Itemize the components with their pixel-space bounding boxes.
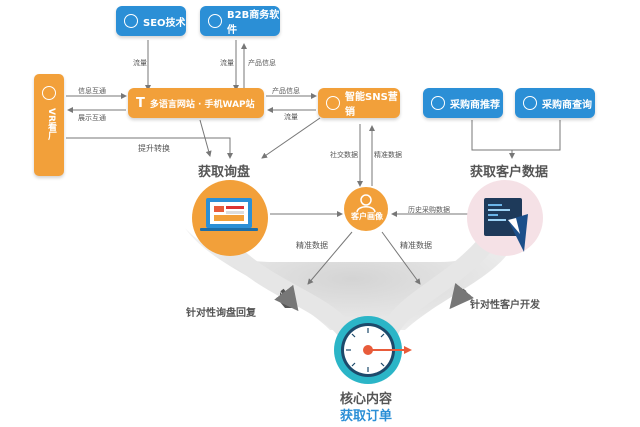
flow-label-1: 流量 [133,59,147,67]
flow-label-3: 流量 [284,113,298,121]
t-logo-icon: T [136,95,145,111]
vr-factory-label: VR看厂 [46,108,56,140]
get-customer-data-heading: 获取客户数据 [470,165,549,180]
vr-factory-box[interactable]: VR看厂 [34,74,64,176]
network-icon [208,14,222,28]
buyer-query-box[interactable]: 采购商查询 [515,88,595,118]
product-info-label-1: 产品信息 [248,59,276,67]
precise-data-label-1: 精准数据 [374,151,402,159]
multilingual-site-label: 多语言网站 · 手机WAP站 [149,99,255,110]
sns-marketing-box[interactable]: 智能SNS营销 [318,88,400,118]
seo-tech-box[interactable]: SEO技术 [116,6,186,36]
flow-label-2: 流量 [220,59,234,67]
b2b-software-box[interactable]: B2B商务软件 [200,6,280,36]
buyer-recommend-box[interactable]: 采购商推荐 [423,88,503,118]
get-inquiry-heading: 获取询盘 [198,165,251,180]
history-purchase-label: 历史采购数据 [408,206,450,214]
social-data-label: 社交数据 [330,151,358,159]
funnel-shape [185,228,520,330]
search-icon [523,96,537,110]
buyer-recommend-label: 采购商推荐 [450,99,500,111]
customer-profile-label: 客户画像 [351,212,383,221]
boost-label: 提升转换 [138,144,170,153]
core-content-heading: 核心内容 [340,392,393,407]
multilingual-site-box[interactable]: T 多语言网站 · 手机WAP站 [128,88,264,118]
targeted-reply-heading: 针对性询盘回复 [186,308,256,319]
get-order-heading: 获取订单 [340,409,393,424]
seo-tech-label: SEO技术 [143,17,186,29]
targeted-development-heading: 针对性客户开发 [470,300,540,311]
precise-data-label-3: 精准数据 [400,241,432,250]
show-interact-label: 展示互通 [78,114,106,122]
user-icon [360,194,372,206]
precise-data-label-2: 精准数据 [296,241,328,250]
product-info-label-2: 产品信息 [272,87,300,95]
chat-icon [326,96,340,110]
buyer-query-label: 采购商查询 [542,99,592,111]
sns-marketing-label: 智能SNS营销 [345,92,398,118]
b2b-software-label: B2B商务软件 [227,10,280,36]
helmet-icon [42,86,56,100]
flower-icon [431,96,445,110]
target-icon [124,14,138,28]
info-interact-label: 信息互通 [78,87,106,95]
